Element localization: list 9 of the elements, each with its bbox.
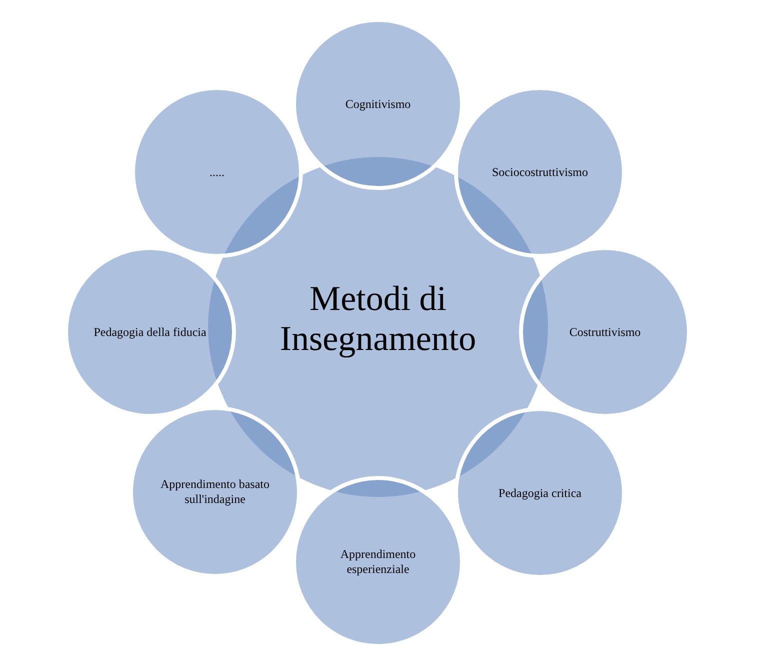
topic-label: Pedagogia della fiducia	[94, 324, 206, 340]
topic-label: Cognitivismo	[345, 96, 411, 112]
topic-label: Costruttivismo	[569, 324, 641, 340]
topic-label: Pedagogia critica	[498, 486, 582, 500]
topic-label: Sociocostruttivismo	[492, 164, 588, 180]
topic-label: .....	[210, 164, 224, 180]
hub-label: Metodi di Insegnamento	[278, 278, 478, 360]
topic-label: Apprendimento basato sull'indagine	[160, 477, 270, 507]
topic-label: Apprendimento esperienziale	[339, 547, 417, 577]
